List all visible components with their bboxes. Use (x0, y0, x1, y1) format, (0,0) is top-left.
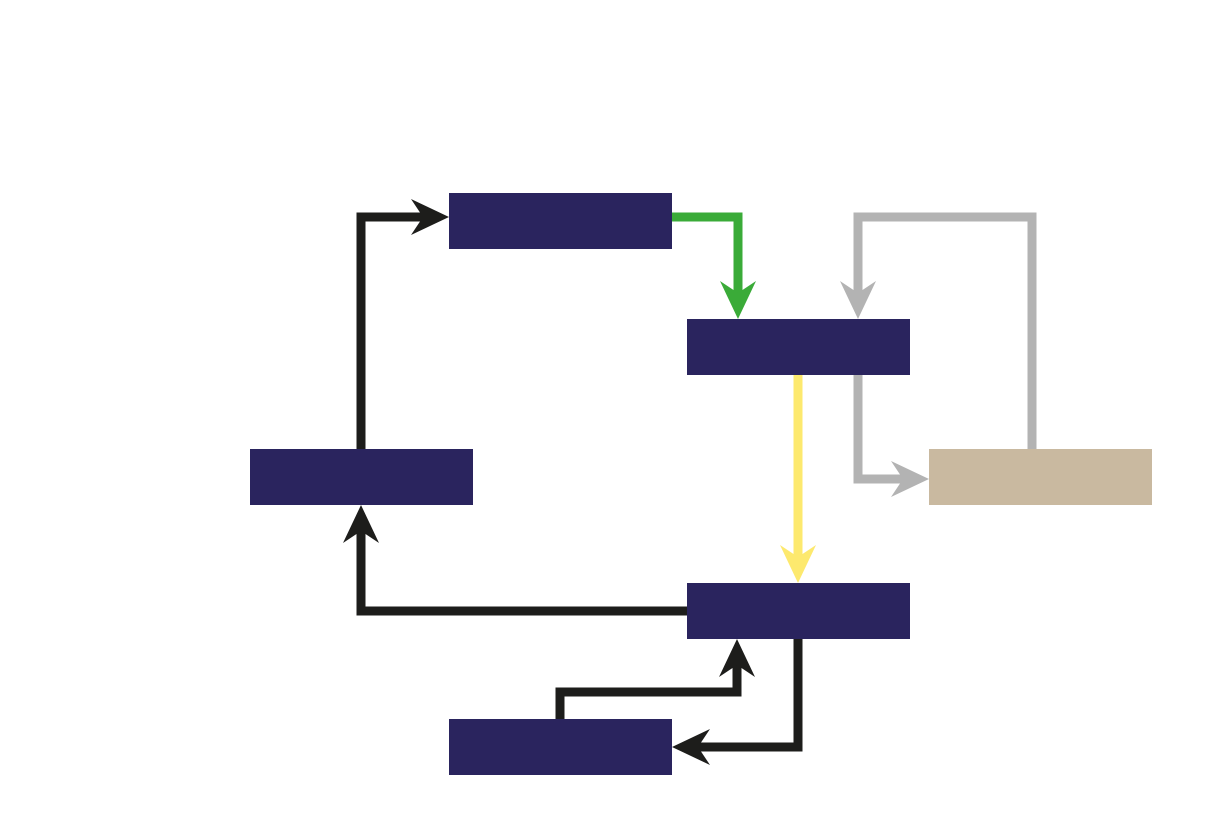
connector-line (356, 212, 425, 449)
arrowhead (840, 281, 876, 319)
edge-middle-right-to-lower-right (780, 375, 816, 583)
node-box-far-right (929, 449, 1152, 505)
arrowhead (672, 729, 710, 765)
node-box-middle-right (687, 319, 910, 375)
edge-bottom-to-lower-right (555, 639, 755, 719)
edge-top-to-middle-right (672, 212, 756, 319)
connector-line (555, 663, 742, 719)
connector-line (356, 529, 687, 616)
node-left (250, 449, 473, 505)
connector-line (853, 212, 1037, 449)
edge-lower-right-to-left (343, 505, 687, 616)
node-middle-right (687, 319, 910, 375)
arrowhead (719, 639, 755, 677)
arrowhead (343, 505, 379, 543)
connector-line (672, 212, 743, 295)
edge-middle-right-to-far-right (853, 375, 929, 497)
node-bottom (449, 719, 672, 775)
arrowhead (891, 461, 929, 497)
connector-line (853, 375, 905, 484)
node-top (449, 193, 672, 249)
arrowhead (411, 199, 449, 235)
nodes-layer (250, 193, 1152, 775)
edge-lower-right-to-bottom (672, 639, 803, 765)
node-box-top (449, 193, 672, 249)
node-box-lower-right (687, 583, 910, 639)
edges-layer (343, 199, 1037, 765)
node-lower-right (687, 583, 910, 639)
node-box-left (250, 449, 473, 505)
arrowhead (720, 281, 756, 319)
node-box-bottom (449, 719, 672, 775)
arrowhead (780, 545, 816, 583)
connector-line (696, 639, 803, 752)
edge-far-right-to-middle-right (840, 212, 1037, 449)
edge-left-to-top (356, 199, 449, 449)
node-far-right (929, 449, 1152, 505)
